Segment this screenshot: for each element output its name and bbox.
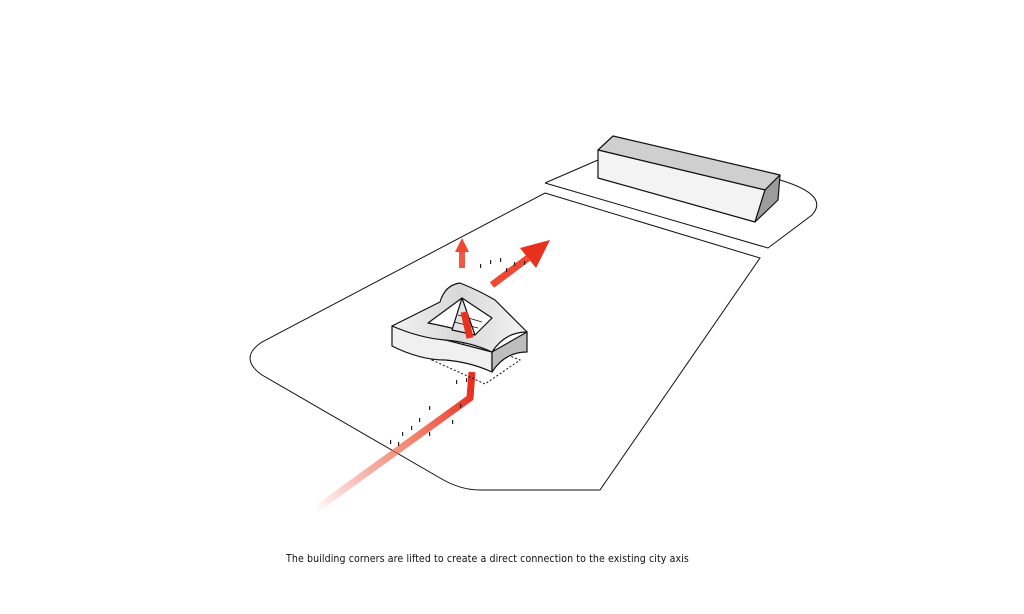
axis-arrow-main xyxy=(489,255,531,288)
neighbor-site-outline xyxy=(544,159,818,249)
city-axis-arrow xyxy=(312,371,476,513)
new-building xyxy=(391,282,528,373)
existing-building xyxy=(597,135,781,223)
diagram-caption: The building corners are lifted to creat… xyxy=(286,553,689,565)
arrowhead-up-icon xyxy=(455,238,469,252)
axis-arrow-inner xyxy=(460,311,474,339)
people-figures xyxy=(390,258,526,446)
main-site-outline xyxy=(249,192,761,491)
arrowhead-main-icon xyxy=(520,240,550,268)
